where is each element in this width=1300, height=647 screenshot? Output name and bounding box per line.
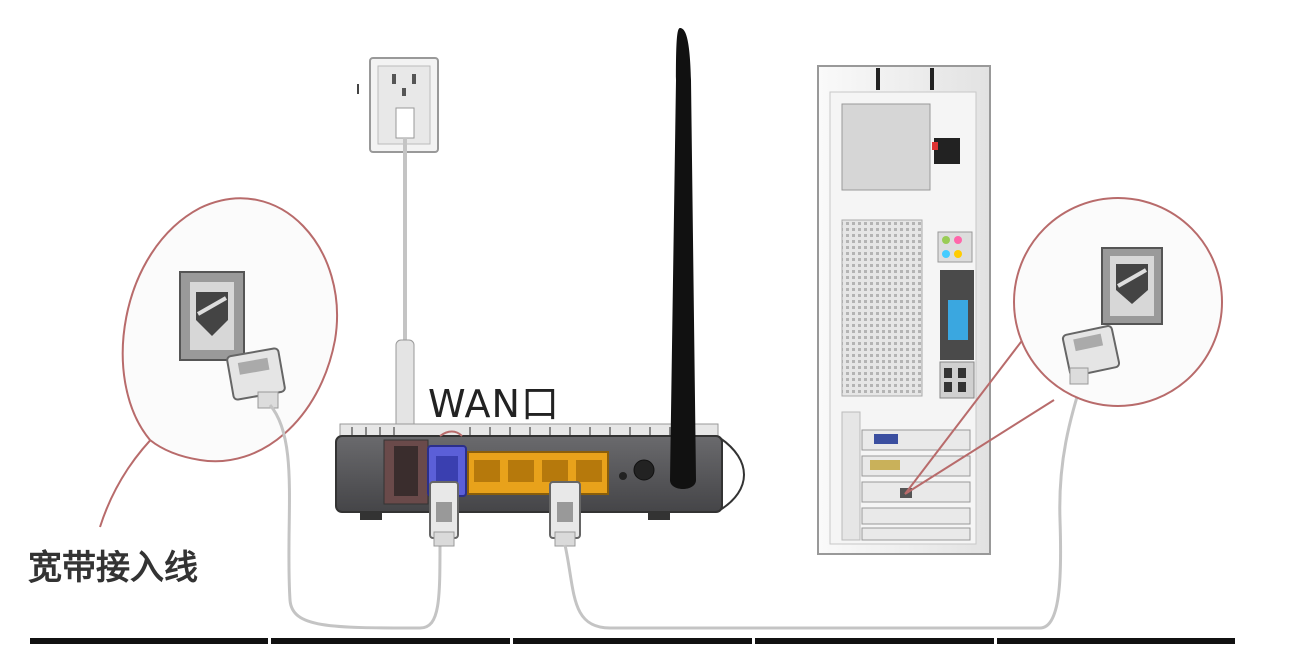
broadband-jack-callout [99, 197, 338, 528]
rj45-plug-icon [1061, 325, 1121, 385]
broadband-line-label: 宽带接入线 [28, 548, 198, 588]
bottom-divider [30, 638, 1235, 647]
pc-tower-icon [817, 65, 991, 555]
broadband-cable [268, 404, 442, 630]
rj45-plug-icon [226, 347, 286, 409]
power-cable [395, 138, 415, 454]
antenna-icon [670, 28, 696, 489]
rj45-plug-icon [429, 481, 581, 547]
lan-cable [563, 379, 1084, 630]
ethernet-jack-icon [1101, 247, 1163, 325]
power-outlet-icon [357, 57, 439, 153]
wan-pointer [439, 430, 463, 437]
pc-jack-callout [904, 197, 1223, 495]
ethernet-jack-icon [179, 271, 245, 361]
wan-port-label: WAN口 [428, 382, 560, 426]
